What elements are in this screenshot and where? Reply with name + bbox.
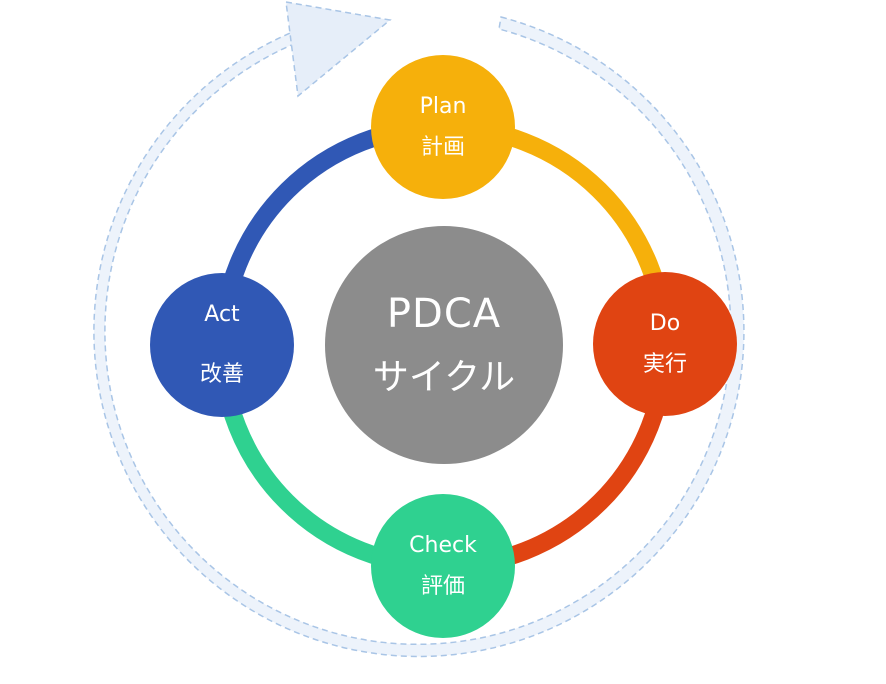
plan-label-ja: 計画 — [420, 134, 465, 160]
act-label-en: Act — [204, 302, 240, 327]
do-node: Do 実行 — [593, 272, 737, 416]
check-node: Check 評価 — [371, 494, 515, 638]
center-circle: PDCA サイクル — [325, 226, 563, 464]
center-subtitle: サイクル — [372, 357, 516, 398]
do-label-en: Do — [649, 310, 681, 336]
check-label-en: Check — [409, 532, 477, 558]
outer-cycle-arrowhead — [285, 1, 392, 98]
plan-node: Plan 計画 — [371, 55, 515, 199]
center-title: PDCA — [386, 291, 502, 337]
check-label-ja: 評価 — [420, 573, 465, 599]
act-node: Act 改善 — [150, 273, 294, 417]
plan-label-en: Plan — [419, 93, 467, 119]
do-label-ja: 実行 — [642, 351, 687, 377]
act-label-ja: 改善 — [199, 362, 244, 387]
